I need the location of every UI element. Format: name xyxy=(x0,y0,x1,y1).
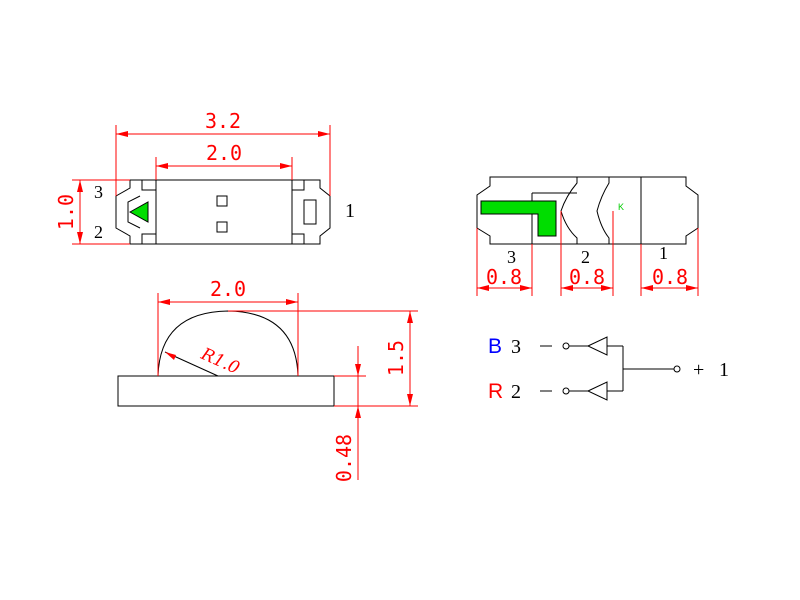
schematic-label-b: B xyxy=(488,335,502,358)
bottom-view-pad-2-left-curve xyxy=(560,177,578,244)
schematic-pin-2-label: 2 xyxy=(511,381,521,403)
top-view-pin-2-label: 2 xyxy=(94,222,103,242)
bottom-view-cathode-mark: K xyxy=(618,202,624,212)
dim-1-0-arrow-bottom xyxy=(77,232,83,244)
schematic-pin-3-label: 3 xyxy=(511,336,521,358)
dim-pad-2-arrow-right xyxy=(601,285,613,291)
dim-1-0-arrow-top xyxy=(77,180,83,192)
dim-3-2-arrow-left xyxy=(116,131,128,137)
bottom-view-pin-3-label: 3 xyxy=(507,247,516,267)
top-view-chip-1 xyxy=(216,195,228,207)
bottom-view-pin-1-label: 1 xyxy=(659,243,668,263)
bottom-view-outline xyxy=(476,176,699,245)
dim-3-2-label: 3.2 xyxy=(205,109,241,133)
dim-2-0-side-arrow-left xyxy=(158,299,170,305)
dim-2-0-top-arrow-left xyxy=(156,163,168,169)
dim-2-0-side-label: 2.0 xyxy=(210,277,246,301)
dim-pad-2-label: 0.8 xyxy=(569,265,605,289)
schematic: B 3 R 2 + 1 xyxy=(488,335,729,403)
top-view-pin-3-label: 3 xyxy=(94,182,103,202)
dim-pad-1-arrow-left xyxy=(641,285,653,291)
side-view-radius-arrow xyxy=(165,352,176,360)
top-view-chip-2 xyxy=(216,221,228,233)
dim-pad-3-arrow-left xyxy=(477,285,489,291)
side-view: R1.0 2.0 1.5 0.48 xyxy=(117,277,418,482)
top-view-pin-1-tab xyxy=(303,199,317,225)
dim-2-0-side-arrow-right xyxy=(286,299,298,305)
dim-1-5-label: 1.5 xyxy=(384,340,408,376)
schematic-diode-b xyxy=(586,336,608,356)
dim-0-48-arrow-bottom xyxy=(355,406,361,418)
dim-2-0-top-arrow-right xyxy=(280,163,292,169)
bottom-view-pin-2-label: 2 xyxy=(581,247,590,267)
dim-3-2-arrow-right xyxy=(318,131,330,137)
side-view-base xyxy=(117,375,335,407)
dim-1-5-arrow-top xyxy=(407,311,413,323)
top-view-pad-2 xyxy=(141,233,157,245)
schematic-pin-1-label: 1 xyxy=(719,359,729,381)
dim-0-48-arrow-top xyxy=(355,364,361,376)
dim-0-48-label: 0.48 xyxy=(332,434,356,482)
schematic-diode-r xyxy=(586,381,608,401)
top-view-polarity-marker xyxy=(128,201,149,223)
schematic-terminal-2 xyxy=(562,387,570,395)
dim-1-5-arrow-bottom xyxy=(407,394,413,406)
top-view-pad-1-upper xyxy=(291,179,305,191)
bottom-view-cathode-pad xyxy=(480,200,557,237)
dim-pad-3-arrow-right xyxy=(520,285,532,291)
schematic-common-sign: + xyxy=(693,359,704,381)
dim-pad-1-arrow-right xyxy=(686,285,698,291)
dim-pad-2-arrow-left xyxy=(561,285,573,291)
dim-2-0-top-label: 2.0 xyxy=(206,141,242,165)
dim-pad-3-label: 0.8 xyxy=(486,265,522,289)
schematic-terminal-3 xyxy=(562,342,570,350)
top-view-cup-outline xyxy=(127,195,141,229)
dim-1-0-label: 1.0 xyxy=(54,194,78,230)
top-view-pin-1-label: 1 xyxy=(345,200,355,222)
dim-radius-label: R1.0 xyxy=(197,344,243,379)
bottom-view: K 0.8 0.8 0.8 3 2 1 xyxy=(476,176,699,296)
schematic-label-r: R xyxy=(488,380,503,403)
dim-pad-1-label: 0.8 xyxy=(652,265,688,289)
top-view: 3.2 2.0 1.0 3 2 1 xyxy=(54,109,355,245)
top-view-pad-1-lower xyxy=(291,233,305,245)
schematic-terminal-1 xyxy=(673,365,681,373)
bottom-view-pad-2-right-curve xyxy=(596,177,610,244)
top-view-pad-3 xyxy=(141,179,157,191)
